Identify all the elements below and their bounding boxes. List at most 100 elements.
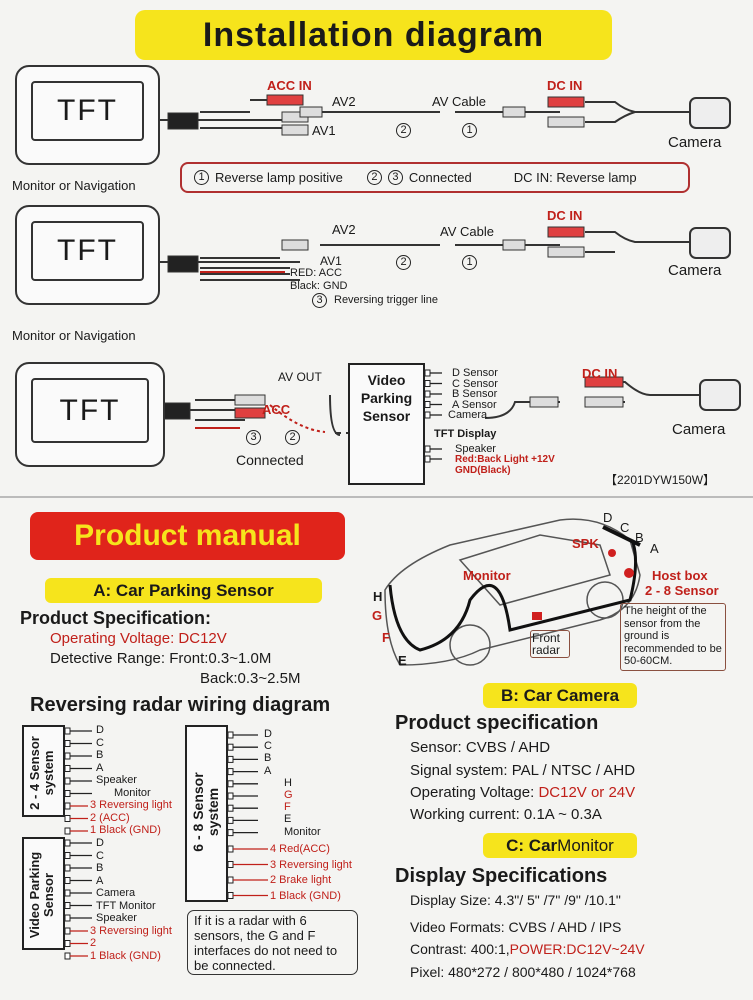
camera-label: Camera	[668, 262, 722, 279]
display-size: Display Size: 4.3"/ 5" /7" /9" /10.1"	[410, 892, 621, 908]
video-formats: Video Formats: CVBS / AHD / IPS	[410, 919, 622, 935]
pin: E	[284, 813, 292, 826]
pin-terminal	[227, 731, 234, 739]
display-spec-title: Display Specifications	[395, 865, 608, 887]
car-monitor-heading: C: Car Monitor	[483, 833, 637, 858]
sensor-outputs: D Sensor C Sensor B Sensor A Sensor Came…	[432, 368, 498, 421]
marker-2: 2	[396, 255, 411, 270]
pin: D	[96, 724, 104, 736]
parking-sensor-heading: A: Car Parking Sensor	[45, 578, 322, 603]
pin: Monitor	[284, 825, 321, 838]
pin-terminal	[227, 743, 234, 751]
pixel: Pixel: 480*272 / 800*480 / 1024*768	[410, 964, 636, 980]
pin: Speaker	[96, 912, 137, 924]
car-camera-heading: B: Car Camera	[483, 683, 637, 708]
front-radar-label: Front radar	[530, 630, 570, 658]
pin-terminal	[424, 455, 431, 463]
pin: 4 Red(ACC)	[270, 843, 330, 855]
car-label-f: F	[382, 630, 390, 645]
contrast-power: Contrast: 400:1,POWER:DC12V~24V	[410, 941, 645, 957]
back-light-label: Red:Back Light +12V	[455, 454, 555, 465]
car-label-host: Host box	[652, 568, 708, 583]
pin: C	[264, 740, 272, 753]
video-parking-sensor-box: Video Parking Sensor	[348, 363, 425, 485]
monitor-nav-label: Monitor or Navigation	[12, 328, 136, 343]
legend-item-1: Reverse lamp positive	[215, 170, 343, 185]
pin: A	[264, 764, 272, 777]
pin-terminal	[227, 829, 234, 837]
marker-1: 1	[462, 255, 477, 270]
pin-terminal	[424, 401, 431, 408]
pin-terminal	[227, 845, 234, 853]
camera-voltage: Operating Voltage: DC12V or 24V	[410, 784, 635, 801]
pin: C	[96, 736, 104, 749]
car-label-host-sensor: 2 - 8 Sensor	[645, 583, 719, 598]
sensor-2-4-pins: D C B A Speaker Monitor 3 Reversing ligh…	[70, 724, 172, 837]
box-title: Video Parking Sensor	[360, 372, 413, 424]
pin: 1 Black (GND)	[270, 889, 341, 902]
legend-item-3: DC IN: Reverse lamp	[513, 170, 637, 185]
sensor-2-4-box: 2 - 4 Sensor system	[22, 725, 65, 817]
speaker-label: Speaker	[455, 443, 496, 455]
voltage-label: Operating Voltage:	[410, 784, 539, 801]
car-label-g: G	[372, 608, 383, 623]
monitor-nav-label: Monitor or Navigation	[12, 178, 136, 193]
pin-terminal	[227, 892, 234, 899]
pin: 1 Black (GND)	[90, 824, 161, 836]
dc-in-label: DC IN	[547, 78, 583, 93]
range-back: Back:0.3~2.5M	[200, 670, 301, 687]
monitor-2: TFT	[15, 205, 160, 305]
pin-terminal	[424, 445, 431, 453]
pin-terminal	[227, 876, 234, 884]
box-title: Video Parking Sensor	[27, 851, 56, 939]
av2-label: AV2	[332, 222, 356, 237]
pin-terminal	[227, 792, 234, 800]
dc-in-label: DC IN	[547, 208, 583, 223]
camera-sensor: Sensor: CVBS / AHD	[410, 739, 551, 756]
pin-terminal	[227, 804, 234, 812]
sensor-6-8-power: 4 Red(ACC) 3 Reversing light 2 Brake lig…	[270, 842, 352, 904]
legend-marker-1: 1	[194, 170, 209, 185]
pin-terminal	[424, 390, 431, 398]
video-sensor-box: Video Parking Sensor	[22, 837, 65, 950]
pin-terminal	[424, 380, 431, 387]
pin: 3 Reversing light	[270, 858, 352, 871]
car-label-spk: SPK	[572, 536, 599, 551]
pin: A	[96, 874, 104, 887]
car-label-b: B	[635, 530, 644, 545]
spec-title: Product Specification:	[20, 608, 212, 628]
wiring-title: Reversing radar wiring diagram	[30, 694, 331, 716]
pin-terminal	[424, 369, 431, 377]
legend-marker-2: 2	[366, 170, 382, 185]
box-title: 6 - 8 Sensor system	[190, 772, 221, 852]
monitor-3: TFT	[15, 362, 165, 467]
monitor-1: TFT	[15, 65, 160, 165]
pin-terminal	[227, 780, 234, 788]
pin: F	[284, 801, 291, 814]
acc-in-label: ACC IN	[267, 78, 312, 93]
tft-label: TFT	[31, 378, 149, 443]
output-c: C Sensor	[452, 377, 498, 390]
pin: Monitor	[114, 786, 151, 799]
heading-suffix: Monitor	[557, 835, 614, 855]
red-acc-label: RED: ACC	[290, 267, 342, 279]
output-d: D Sensor	[452, 367, 498, 379]
car-label-d: D	[603, 510, 613, 525]
model-number: 【2201DYW150W】	[605, 473, 716, 487]
camera-spec-title: Product specification	[395, 712, 599, 734]
voltage-value: DC12V or 24V	[538, 784, 636, 801]
marker-1: 1	[462, 123, 477, 138]
pin: 2	[90, 937, 97, 949]
output-a: A Sensor	[452, 398, 497, 411]
camera-signal: Signal system: PAL / NTSC / AHD	[410, 762, 636, 779]
camera-label: Camera	[672, 421, 726, 438]
pin: D	[96, 837, 104, 849]
car-label-c: C	[620, 520, 630, 535]
pin-terminal	[227, 768, 234, 776]
height-note: The height of the sensor from the ground…	[620, 603, 726, 671]
operating-voltage: Operating Voltage: DC12V	[50, 630, 227, 647]
legend-item-2: Connected	[408, 170, 472, 185]
heading-prefix: C: Car	[506, 835, 558, 855]
pin: B	[96, 749, 104, 761]
